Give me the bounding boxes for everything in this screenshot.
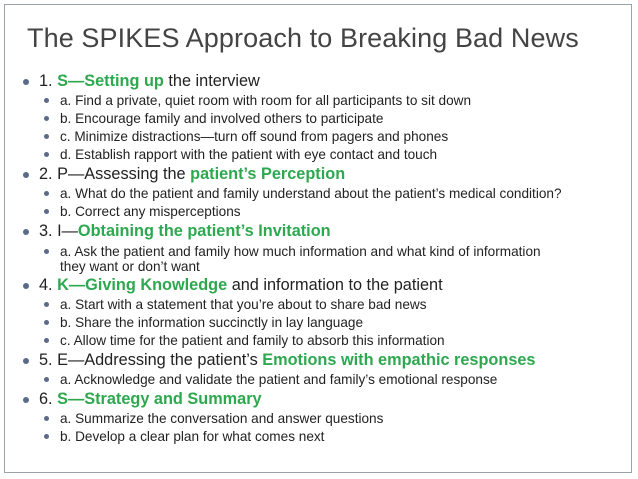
bullet-icon (44, 320, 49, 325)
list-item-text: a. Summarize the conversation and answer… (60, 411, 384, 426)
list-item-text: b. Share the information succinctly in l… (60, 315, 364, 330)
list-item-text: a. Ask the patient and family how much i… (60, 244, 541, 274)
slide: The SPIKES Approach to Breaking Bad News… (4, 4, 632, 473)
list-item-text: c. Allow time for the patient and family… (60, 333, 445, 348)
bullet-icon (23, 229, 29, 235)
list-item: a. Start with a statement that you’re ab… (5, 296, 633, 314)
section-heading: 6. S—Strategy and Summary (5, 389, 633, 410)
bullet-list: 1. S—Setting up the interview a. Find a … (5, 71, 633, 446)
list-item-text: a. Start with a statement that you’re ab… (60, 297, 427, 312)
bullet-icon (23, 397, 29, 403)
bullet-icon (44, 209, 49, 214)
list-item-text: c. Minimize distractions—turn off sound … (60, 129, 449, 144)
list-item: a. What do the patient and family unders… (5, 185, 633, 203)
list-item-text: b. Correct any misperceptions (60, 204, 241, 219)
bullet-icon (44, 434, 49, 439)
section-number: 4. (39, 276, 58, 294)
bullet-icon (44, 249, 49, 254)
list-item: b. Share the information succinctly in l… (5, 314, 633, 332)
section-number: 3. (39, 222, 58, 240)
bullet-icon (23, 79, 29, 85)
bullet-icon (23, 358, 29, 364)
section-number: 2. (39, 165, 58, 183)
section-number: 6. (39, 390, 58, 408)
section-highlight: Emotions with empathic responses (262, 351, 536, 369)
bullet-icon (44, 191, 49, 196)
bullet-icon (44, 98, 49, 103)
bullet-icon (44, 416, 49, 421)
section-text: E—Addressing the patient’s (57, 351, 263, 369)
bullet-icon (44, 152, 49, 157)
list-item: a. Acknowledge and validate the patient … (5, 371, 633, 389)
list-item: b. Correct any misperceptions (5, 203, 633, 221)
list-item: b. Develop a clear plan for what comes n… (5, 428, 633, 446)
list-item: b. Encourage family and involved others … (5, 110, 633, 128)
section-heading: 2. P—Assessing the patient’s Perception (5, 164, 633, 185)
section-highlight: K—Giving Knowledge (57, 276, 228, 294)
list-item-text: b. Encourage family and involved others … (60, 111, 384, 126)
list-item: a. Find a private, quiet room with room … (5, 92, 633, 110)
list-item-text: b. Develop a clear plan for what comes n… (60, 429, 325, 444)
list-item: c. Minimize distractions—turn off sound … (5, 128, 633, 146)
section-text: I— (57, 222, 78, 240)
list-item-text: a. What do the patient and family unders… (60, 186, 562, 201)
section-number: 5. (39, 351, 58, 369)
section-text: P—Assessing the (57, 165, 191, 183)
section-number: 1. (39, 72, 58, 90)
list-item-text: a. Find a private, quiet room with room … (60, 93, 472, 108)
list-item-text: a. Acknowledge and validate the patient … (60, 372, 498, 387)
list-item: c. Allow time for the patient and family… (5, 332, 633, 350)
section-highlight: Obtaining the patient’s Invitation (77, 222, 331, 240)
bullet-icon (44, 116, 49, 121)
bullet-icon (44, 302, 49, 307)
section-heading: 5. E—Addressing the patient’s Emotions w… (5, 350, 633, 371)
bullet-icon (44, 134, 49, 139)
section-highlight: S—Setting up (57, 72, 164, 90)
bullet-icon (23, 283, 29, 289)
section-highlight: patient’s Perception (190, 165, 346, 183)
bullet-icon (44, 338, 49, 343)
section-text: the interview (163, 72, 260, 90)
bullet-icon (44, 377, 49, 382)
list-item: a. Summarize the conversation and answer… (5, 410, 633, 428)
section-heading: 1. S—Setting up the interview (5, 71, 633, 92)
section-text: and information to the patient (227, 276, 443, 294)
section-highlight: S—Strategy and Summary (57, 390, 262, 408)
list-item-text: d. Establish rapport with the patient wi… (60, 147, 438, 162)
bullet-icon (23, 172, 29, 178)
section-heading: 4. K—Giving Knowledge and information to… (5, 275, 633, 296)
list-item: d. Establish rapport with the patient wi… (5, 146, 633, 164)
section-heading: 3. I—Obtaining the patient’s Invitation (5, 221, 633, 242)
list-item: a. Ask the patient and family how much i… (5, 242, 565, 275)
slide-title: The SPIKES Approach to Breaking Bad News (27, 23, 579, 53)
